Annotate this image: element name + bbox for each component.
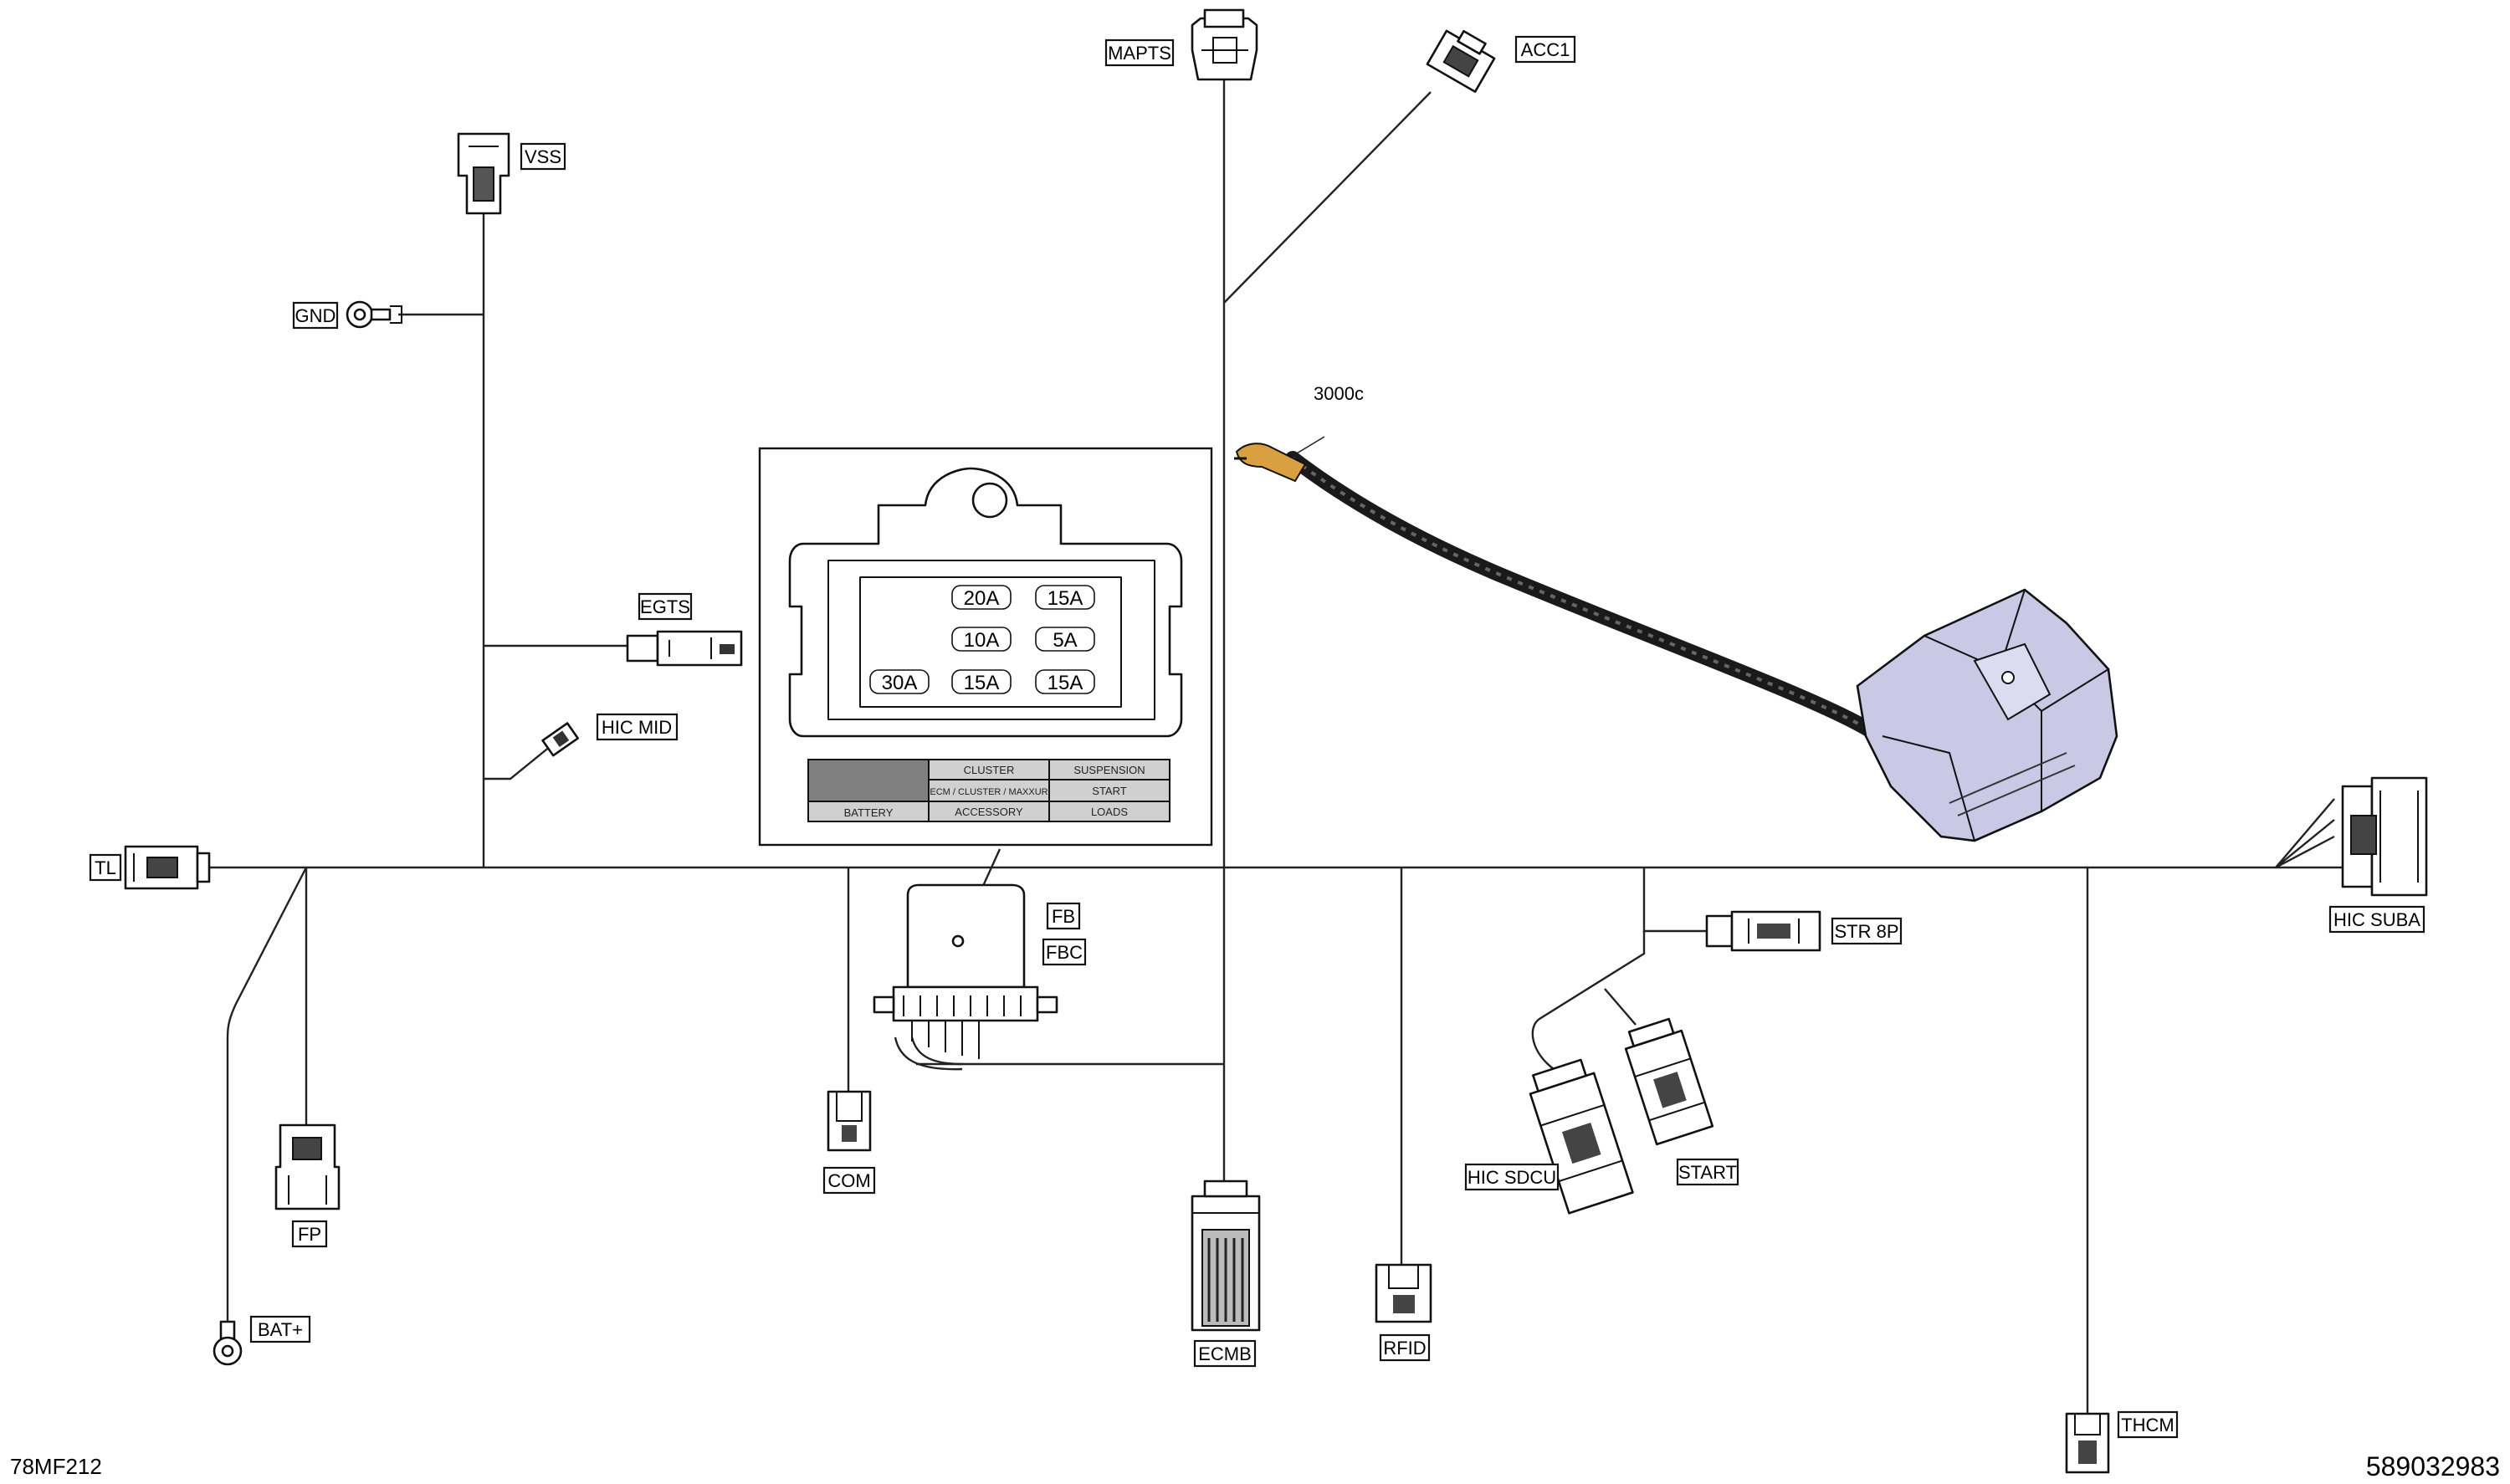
legend-accessory: ACCESSORY <box>955 806 1023 818</box>
fuse-label: 5A <box>1053 629 1077 652</box>
fp-connector[interactable] <box>274 1123 341 1210</box>
legend-ecm-cluster: ECM / CLUSTER / MAXXUR <box>930 787 1048 797</box>
diagram-id: 78MF212 <box>10 1454 102 1479</box>
label-acc1: ACC1 <box>1521 39 1570 60</box>
electronic-module-assembly <box>1234 443 2118 842</box>
fuse-label: 15A <box>1048 672 1083 694</box>
fuse-block-outline <box>788 467 1183 738</box>
label-hic-suba: HIC SUBA <box>2333 909 2420 930</box>
egts-connector[interactable] <box>626 630 743 667</box>
fb-relay[interactable] <box>873 883 1058 1059</box>
fuse-label: 30A <box>882 672 918 694</box>
fuse-label: 10A <box>964 629 1000 652</box>
label-com: COM <box>827 1170 870 1191</box>
fuse-label: 15A <box>964 672 1000 694</box>
label-thcm: THCM <box>2121 1415 2174 1435</box>
rfid-connector[interactable] <box>1375 1263 1432 1323</box>
label-hic-sdcu: HIC SDCU <box>1468 1167 1556 1188</box>
legend-suspension: SUSPENSION <box>1073 764 1145 776</box>
legend-loads: LOADS <box>1091 806 1128 818</box>
hic-mid-connector[interactable] <box>541 722 579 757</box>
label-fb: FB <box>1052 906 1075 927</box>
control-module <box>1856 588 2118 842</box>
legend-start: START <box>1092 785 1126 797</box>
label-bat-plus: BAT+ <box>258 1319 303 1340</box>
callout-3000c: 3000c <box>1314 383 1364 404</box>
label-hic-mid: HIC MID <box>602 717 672 738</box>
label-ecmb: ECMB <box>1198 1343 1252 1364</box>
gnd-ring-terminal[interactable] <box>346 300 402 329</box>
mapts-connector[interactable] <box>1191 8 1258 81</box>
label-mapts: MAPTS <box>1108 43 1171 64</box>
label-start: START <box>1678 1162 1737 1183</box>
fuse-box-panel: 20A 15A 10A 5A 30A 15A 15A BATTERY CLUS <box>758 447 1213 847</box>
label-str-8p: STR 8P <box>1834 921 1898 942</box>
label-tl: TL <box>95 857 116 878</box>
str-8p-connector[interactable] <box>1705 910 1821 952</box>
connector-labels: MAPTS ACC1 VSS GND EGTS HIC MID TL FB FB… <box>89 35 2425 1439</box>
start-connector[interactable] <box>1621 1016 1714 1146</box>
com-connector[interactable] <box>827 1090 872 1152</box>
bat-plus-ring-terminal[interactable] <box>213 1320 243 1366</box>
fuse-labels: 20A 15A 10A 5A 30A 15A 15A <box>869 585 1095 694</box>
fuse-label: 20A <box>964 587 1000 610</box>
label-rfid: RFID <box>1383 1338 1426 1359</box>
label-fp: FP <box>298 1224 321 1245</box>
acc1-connector[interactable] <box>1426 23 1498 93</box>
hic-suba-connector[interactable] <box>2341 776 2428 897</box>
fuse-legend-table: BATTERY CLUSTER ECM / CLUSTER / MAXXUR A… <box>807 759 1170 822</box>
thcm-connector[interactable] <box>2065 1412 2110 1474</box>
sensor-tip <box>1235 443 1307 483</box>
legend-cluster: CLUSTER <box>964 764 1015 776</box>
part-number: 589032983 <box>2366 1451 2500 1481</box>
braided-cable <box>1285 451 1949 785</box>
label-gnd: GND <box>295 305 336 326</box>
ecmb-connector[interactable] <box>1191 1180 1261 1332</box>
fuse-label: 15A <box>1048 587 1083 610</box>
label-fbc: FBC <box>1046 942 1083 963</box>
label-vss: VSS <box>525 146 561 167</box>
tl-connector[interactable] <box>124 845 211 890</box>
label-egts: EGTS <box>640 596 690 617</box>
vss-connector[interactable] <box>457 132 510 215</box>
legend-battery: BATTERY <box>844 806 894 819</box>
